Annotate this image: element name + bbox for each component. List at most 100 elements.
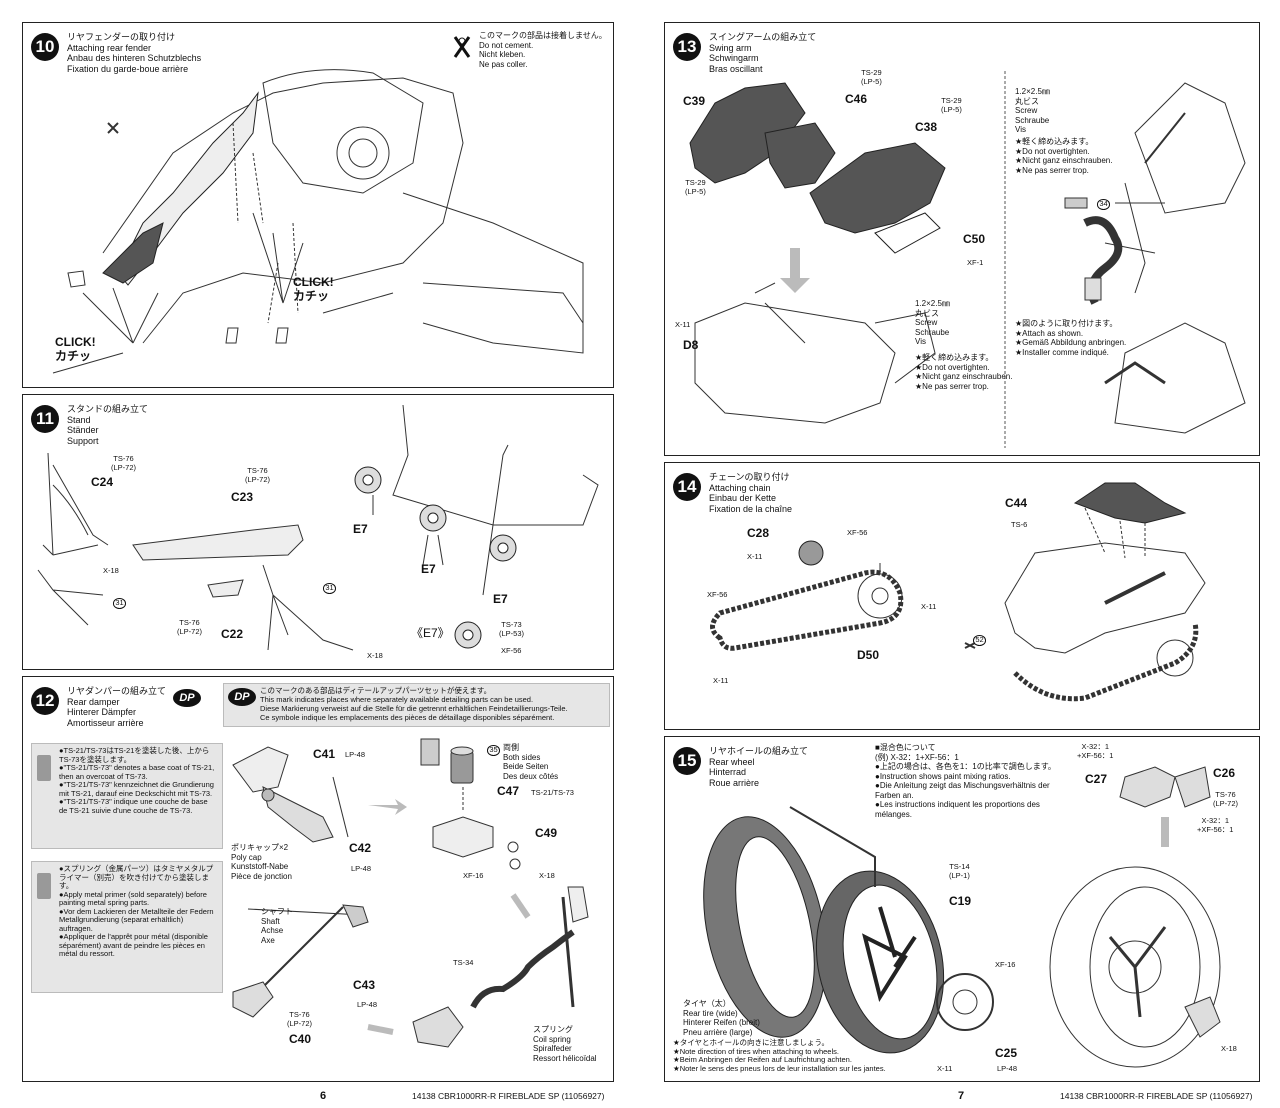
paint-mix-2: X-32：1 +XF-56：1 bbox=[1197, 816, 1234, 834]
right-page-footer: 14138 CBR1000RR-R FIREBLADE SP (11056927… bbox=[1060, 1091, 1253, 1101]
ref-31-b: 31 bbox=[323, 583, 336, 594]
ref-35: 35 bbox=[487, 745, 500, 756]
step-10-panel: 10 リヤフェンダーの取り付け Attaching rear fender An… bbox=[22, 22, 614, 388]
paint-xf56-b: XF-56 bbox=[707, 590, 728, 599]
paint-x18: X-18 bbox=[539, 871, 555, 880]
dp-note-text: このマークのある部品はディテールアップパーツセットが使えます。 This mar… bbox=[260, 686, 568, 722]
tire-note: ★タイヤとホイールの向きに注意しましょう。 ★Note direction of… bbox=[673, 1038, 886, 1073]
right-page-number: 7 bbox=[958, 1090, 965, 1102]
paint-x11-b: X-11 bbox=[921, 602, 937, 611]
step-15-panel: 15 リヤホイールの組み立て Rear wheel Hinterrad Roue… bbox=[664, 736, 1260, 1082]
paint-xf16: XF-16 bbox=[995, 960, 1016, 969]
step-12-panel: 12 リヤダンパーの組み立て Rear damper Hinterer Dämp… bbox=[22, 676, 614, 1082]
paint-x11-a: X-11 bbox=[747, 552, 763, 561]
paint-ts34: TS-34 bbox=[453, 958, 474, 967]
spray-can-icon bbox=[37, 873, 51, 899]
step-title: スイングアームの組み立て Swing arm Schwingarm Bras o… bbox=[709, 32, 817, 74]
part-c47: C47 bbox=[497, 784, 520, 798]
left-page-number: 6 bbox=[320, 1090, 327, 1102]
part-c24: C24 bbox=[91, 475, 114, 489]
left-page-footer: 14138 CBR1000RR-R FIREBLADE SP (11056927… bbox=[412, 1091, 605, 1101]
part-c49: C49 bbox=[535, 826, 558, 840]
paint-lp48-c: LP-48 bbox=[357, 1000, 378, 1009]
part-c40: C40 bbox=[289, 1032, 312, 1046]
step-title: リヤフェンダーの取り付け Attaching rear fender Anbau… bbox=[67, 32, 202, 74]
step-number: 13 bbox=[673, 33, 701, 61]
part-e7-bracket: 《E7》 bbox=[411, 626, 450, 640]
rear-wheel-drawing bbox=[703, 766, 1221, 1068]
paint-ts76-b: TS-76 (LP-72) bbox=[245, 466, 271, 484]
part-c23: C23 bbox=[231, 490, 254, 504]
paint-x18-a: X-18 bbox=[103, 566, 119, 575]
paint-ts76: TS-76 (LP-72) bbox=[287, 1010, 313, 1028]
swing-arm-drawing bbox=[689, 71, 1246, 448]
paint-x18: X-18 bbox=[1221, 1044, 1237, 1053]
part-c41: C41 bbox=[313, 747, 336, 761]
spray-can-icon bbox=[37, 755, 51, 781]
paint-x18-b: X-18 bbox=[367, 651, 383, 660]
step-14-panel: 14 チェーンの取り付け Attaching chain Einbau der … bbox=[664, 462, 1260, 730]
paint-ts29-c: TS-29 (LP-5) bbox=[685, 178, 706, 196]
both-sides-label: 両側 Both sides Beide Seiten Des deux côté… bbox=[503, 743, 559, 781]
paint-xf56-a: XF-56 bbox=[847, 528, 868, 537]
dp-mark-icon: DP bbox=[173, 689, 201, 707]
ref-52: 52 bbox=[973, 635, 986, 646]
part-c38: C38 bbox=[915, 120, 938, 134]
ts-note-box bbox=[31, 743, 223, 849]
paint-mix-1: X-32：1 +XF-56：1 bbox=[1077, 742, 1114, 760]
step-number: 10 bbox=[31, 33, 59, 61]
paint-x11: X-11 bbox=[675, 320, 691, 329]
part-c50: C50 bbox=[963, 232, 986, 246]
part-c22: C22 bbox=[221, 627, 244, 641]
rear-fender-frame-drawing bbox=[52, 69, 584, 374]
part-c44: C44 bbox=[1005, 496, 1028, 510]
click-label-1: CLICK! カチッ bbox=[55, 335, 96, 363]
paint-xf56: XF-56 bbox=[501, 646, 522, 655]
screw-note-2: ★軽く締め込みます。 ★Do not overtighten. ★Nicht g… bbox=[1015, 137, 1113, 175]
no-cement-note: このマークの部品は接着しません。 Do not cement. Nicht kl… bbox=[479, 31, 607, 69]
paint-xf16: XF-16 bbox=[463, 871, 484, 880]
paint-ts76-a: TS-76 (LP-72) bbox=[111, 454, 137, 472]
paint-ts21-ts73: TS-21/TS-73 bbox=[531, 788, 574, 797]
polycap-label: ポリキャップ×2 Poly cap Kunststoff-Nabe Pièce … bbox=[231, 843, 292, 881]
part-c26: C26 bbox=[1213, 766, 1236, 780]
spring-label: スプリング Coil spring Spiralfeder Ressort hé… bbox=[533, 1025, 597, 1063]
paint-lp48: LP-48 bbox=[997, 1064, 1018, 1073]
part-c27: C27 bbox=[1085, 772, 1108, 786]
part-e7-b: E7 bbox=[421, 562, 436, 576]
paint-ts29-b: TS-29 (LP-5) bbox=[941, 96, 962, 114]
step-title: リヤホイールの組み立て Rear wheel Hinterrad Roue ar… bbox=[709, 746, 809, 788]
shaft-label: シャフト Shaft Achse Axe bbox=[261, 907, 293, 945]
screw-label-1: 1.2×2.5㎜ 丸ビス Screw Schraube Vis bbox=[915, 299, 950, 346]
paint-lp48-b: LP-48 bbox=[351, 864, 372, 873]
part-e7-c: E7 bbox=[493, 592, 508, 606]
step-number: 11 bbox=[31, 405, 59, 433]
step-title: リヤダンパーの組み立て Rear damper Hinterer Dämpfer… bbox=[67, 686, 167, 728]
part-c19: C19 bbox=[949, 894, 972, 908]
step-number: 14 bbox=[673, 473, 701, 501]
part-d50: D50 bbox=[857, 648, 880, 662]
step-number: 15 bbox=[673, 747, 701, 775]
step-13-panel: 13 スイングアームの組み立て Swing arm Schwingarm Bra… bbox=[664, 22, 1260, 456]
spring-note-text: ●スプリング（金属パーツ）はタミヤメタルプライマー（別売）を吹き付けてから塗装し… bbox=[59, 864, 214, 958]
step-11-panel: 11 スタンドの組み立て Stand Ständer Support C24 T… bbox=[22, 394, 614, 670]
ref-34: 34 bbox=[1097, 199, 1110, 210]
part-c43: C43 bbox=[353, 978, 376, 992]
step-number: 12 bbox=[31, 687, 59, 715]
paint-lp48-a: LP-48 bbox=[345, 750, 366, 759]
click-label-2: CLICK! カチッ bbox=[293, 275, 334, 303]
step-title: スタンドの組み立て Stand Ständer Support bbox=[67, 404, 149, 446]
paint-x11: X-11 bbox=[937, 1064, 953, 1073]
stand-drawing bbox=[37, 404, 599, 651]
part-c39: C39 bbox=[683, 94, 706, 108]
part-c42: C42 bbox=[349, 841, 372, 855]
attach-note: ★図のように取り付けます。 ★Attach as shown. ★Gemäß A… bbox=[1015, 319, 1127, 357]
rear-damper-drawing bbox=[232, 738, 589, 1048]
mix-note: ■混合色について (例) X-32：1+XF-56：1 ●上記の場合は、各色を1… bbox=[875, 743, 1056, 819]
spring-note-box bbox=[31, 861, 223, 993]
tire-label: タイヤ（太） Rear tire (wide) Hinterer Reifen … bbox=[683, 999, 760, 1037]
ref-31-a: 31 bbox=[113, 598, 126, 609]
paint-ts76: TS-76 (LP-72) bbox=[1213, 790, 1239, 808]
part-e7-a: E7 bbox=[353, 522, 368, 536]
paint-ts76-c: TS-76 (LP-72) bbox=[177, 618, 203, 636]
